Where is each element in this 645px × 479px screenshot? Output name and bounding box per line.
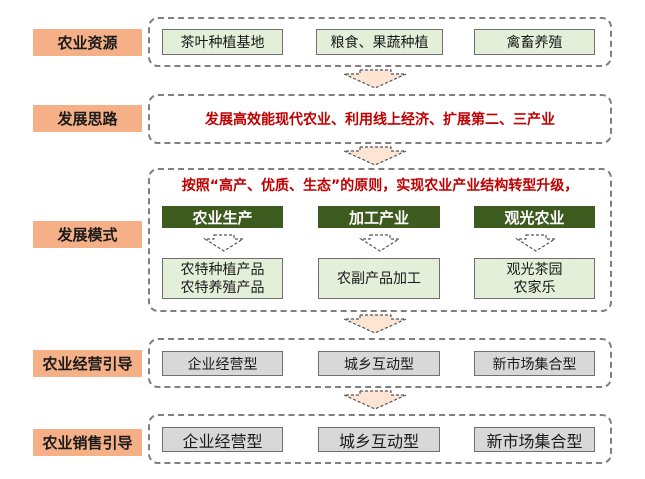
dev-thinking-text: 发展高效能现代农业、利用线上经济、扩展第二、三产业	[205, 112, 555, 128]
down-arrow-icon	[358, 234, 402, 252]
label-dev-mode: 发展模式	[33, 221, 142, 248]
detail-item: 观光茶园	[506, 261, 563, 278]
detail-box-sightseeing: 观光茶园 农家乐	[474, 258, 595, 299]
detail-item: 农特养殖产品	[180, 279, 265, 296]
label-dev-thinking: 发展思路	[33, 105, 142, 132]
resources-panel	[148, 17, 612, 67]
sales-urban-rural: 城乡互动型	[318, 427, 440, 452]
detail-item: 农家乐	[513, 279, 556, 296]
operation-urban-rural: 城乡互动型	[318, 351, 440, 376]
operation-panel	[148, 338, 612, 388]
resource-tea-plantation: 茶叶种植基地	[162, 29, 283, 55]
down-arrow-icon	[343, 390, 407, 410]
dev-principle-text: 按照“高产、优质、生态”的原则，实现农业产业结构转型升级，	[181, 178, 579, 194]
down-arrow-icon	[343, 146, 407, 166]
operation-enterprise: 企业经营型	[162, 351, 283, 376]
sales-enterprise: 企业经营型	[162, 427, 283, 452]
mode-processing-industry: 加工产业	[318, 206, 440, 228]
down-arrow-icon	[343, 314, 407, 334]
detail-item: 农副产品加工	[337, 270, 421, 287]
label-sales-guide: 农业销售引导	[33, 429, 142, 456]
down-arrow-icon	[202, 234, 246, 252]
label-agri-resources: 农业资源	[33, 29, 142, 56]
mode-agri-production: 农业生产	[162, 206, 283, 228]
mode-panel	[148, 168, 612, 312]
mode-sightseeing-agri: 观光农业	[474, 206, 595, 228]
detail-item: 农特种植产品	[180, 261, 265, 278]
detail-box-production: 农特种植产品 农特养殖产品	[162, 258, 283, 299]
operation-new-market: 新市场集合型	[474, 351, 595, 376]
resource-livestock: 禽畜养殖	[474, 29, 595, 55]
detail-box-processing: 农副产品加工	[318, 258, 440, 299]
down-arrow-icon	[514, 234, 558, 252]
resource-grain-vegetable: 粮食、果蔬种植	[316, 29, 443, 55]
label-operation-guide: 农业经营引导	[33, 350, 142, 377]
sales-panel	[148, 414, 612, 464]
thinking-panel	[148, 94, 612, 144]
sales-new-market: 新市场集合型	[474, 427, 595, 452]
down-arrow-icon	[343, 69, 407, 89]
